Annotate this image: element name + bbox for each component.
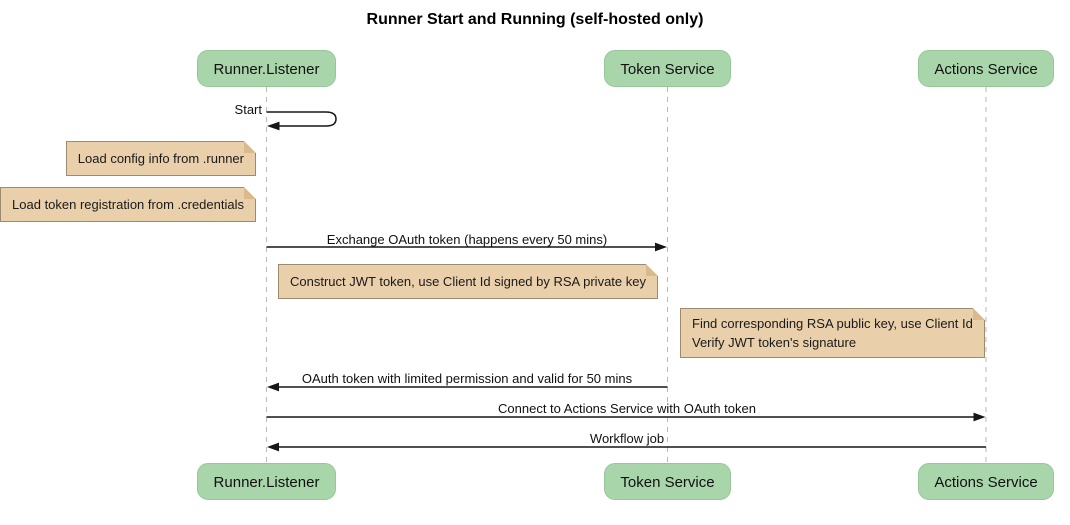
- message-label-start: Start: [234, 102, 262, 117]
- message-label-oauth-token-return: OAuth token with limited permission and …: [301, 371, 633, 386]
- note-load-token-registration: Load token registration from .credential…: [0, 187, 256, 222]
- diagram-title: Runner Start and Running (self-hosted on…: [366, 11, 704, 28]
- arrowhead-start: [267, 121, 280, 131]
- note-text: Load token registration from .credential…: [12, 197, 244, 212]
- participant-actions-service-bottom: Actions Service: [918, 463, 1054, 500]
- participant-runner-listener-top: Runner.Listener: [197, 50, 336, 87]
- participant-token-service-top: Token Service: [604, 50, 731, 87]
- arrowhead-oauth-token-return: [267, 382, 279, 392]
- message-label-workflow-job: Workflow job: [589, 431, 665, 446]
- message-label-connect-actions: Connect to Actions Service with OAuth to…: [498, 401, 756, 416]
- note-load-config: Load config info from .runner: [65, 141, 257, 176]
- note-text: Construct JWT token, use Client Id signe…: [290, 274, 646, 289]
- note-text: Verify JWT token's signature: [692, 335, 857, 350]
- participant-runner-listener-bottom: Runner.Listener: [197, 463, 336, 500]
- note-verify-jwt: Find corresponding RSA public key, use C…: [680, 308, 985, 358]
- note-text: Find corresponding RSA public key, use C…: [692, 316, 973, 331]
- arrowhead-exchange-oauth: [655, 242, 667, 252]
- participant-token-service-bottom: Token Service: [604, 463, 731, 500]
- arrowhead-workflow-job: [267, 442, 279, 452]
- note-construct-jwt: Construct JWT token, use Client Id signe…: [278, 264, 658, 299]
- participant-actions-service-top: Actions Service: [918, 50, 1054, 87]
- self-message-loop-start: [266, 111, 337, 127]
- note-text: Load config info from .runner: [77, 151, 244, 166]
- message-label-exchange-oauth: Exchange OAuth token (happens every 50 m…: [326, 232, 608, 247]
- arrowhead-connect-actions: [973, 412, 986, 422]
